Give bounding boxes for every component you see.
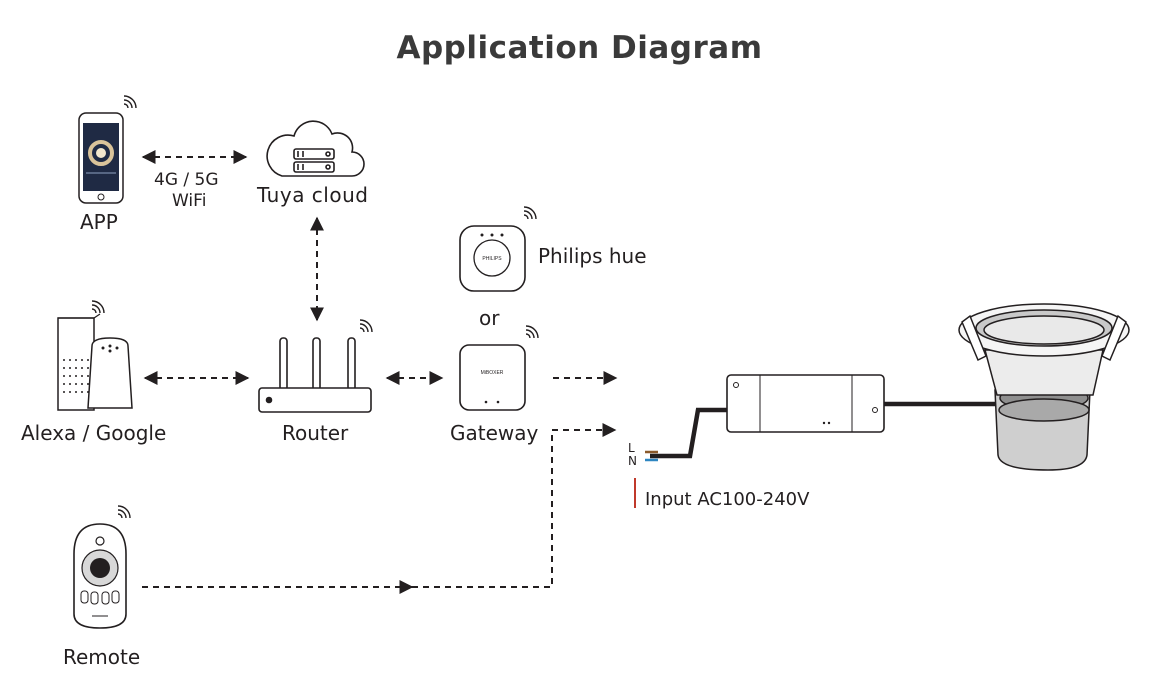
gateway-brand-text: MiBOXER: [481, 370, 504, 376]
cloud-icon: [266, 120, 365, 177]
connectors: [141, 150, 618, 594]
page-title: Application Diagram: [396, 30, 763, 66]
terminal-l-label: L: [628, 441, 635, 455]
hue-bridge-icon: PHILIPS: [459, 206, 537, 292]
remote-driver-connector: [412, 423, 617, 588]
label-or: or: [479, 306, 500, 330]
label-router: Router: [282, 421, 349, 445]
label-tuya-cloud: Tuya cloud: [257, 183, 369, 207]
hue-brand-text: PHILIPS: [482, 256, 502, 262]
label-philips-hue: Philips hue: [538, 244, 647, 268]
remote-control-icon: [73, 505, 131, 629]
label-app: APP: [80, 210, 118, 234]
downlight-icon: [958, 303, 1130, 471]
led-driver-icon: [634, 374, 1005, 508]
label-remote: Remote: [63, 645, 141, 669]
smart-speaker-icon: [57, 300, 133, 411]
smartphone-icon: [78, 95, 137, 204]
terminal-n-label: N: [628, 454, 637, 468]
label-alexa-google: Alexa / Google: [21, 421, 167, 445]
label-connection-line1: 4G / 5G: [154, 170, 219, 190]
label-gateway: Gateway: [450, 421, 539, 445]
label-connection-line2: WiFi: [172, 191, 207, 211]
router-icon: [258, 319, 373, 413]
gateway-icon: MiBOXER: [459, 325, 539, 411]
input-voltage-label: Input AC100-240V: [645, 489, 810, 510]
